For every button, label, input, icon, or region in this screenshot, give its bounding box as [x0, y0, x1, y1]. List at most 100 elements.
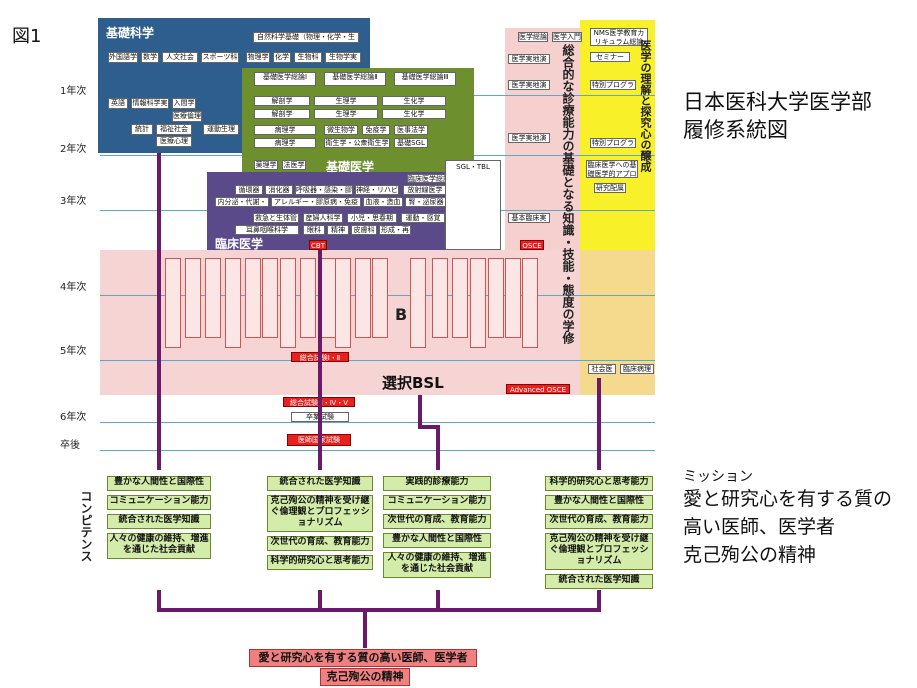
practice-vertical-label: 総合的な診療能力の基礎となる知識・技能・態度の学修 — [561, 44, 575, 344]
year-1: 1年次 — [60, 86, 87, 97]
flow-line — [418, 395, 422, 425]
course-box: 医療心理学 — [156, 136, 192, 147]
course-box: 情報科学実習 — [131, 98, 169, 109]
course-box: 基礎医学総論Ⅲ — [394, 72, 456, 86]
course-box: 微生物学 — [324, 125, 358, 135]
course-box: 産婦人科学 — [303, 213, 343, 223]
flow-line — [436, 590, 440, 610]
bsl-rotation-box — [320, 258, 336, 338]
select-bsl-label: 選択BSL — [382, 374, 444, 392]
basic-science-title: 基礎科学 — [106, 26, 155, 40]
year-band — [100, 360, 655, 361]
course-box: 眼科学 — [303, 225, 325, 235]
course-box: 医学実地演習Ⅱ — [508, 80, 550, 90]
flow-line — [363, 608, 367, 648]
course-box: セミナー — [590, 52, 630, 62]
year-band — [100, 422, 655, 423]
competency-item: 統合された医学知識 — [107, 514, 211, 529]
bsl-rotation-box — [205, 258, 221, 338]
course-box: 呼吸器・感染・膠原 — [295, 185, 353, 195]
course-box: 生化学 — [382, 96, 446, 106]
competency-item: 次世代の育成、教育能力 — [383, 514, 491, 529]
competency-item: 豊かな人間性と国際性 — [107, 476, 211, 491]
competency-item: 統合された医学知識 — [545, 574, 653, 589]
flow-line — [318, 590, 322, 610]
course-box: 耳鼻咽喉科学 — [235, 225, 299, 235]
bsl-rotation-box — [225, 258, 241, 348]
sgl-tbl-box: SGL・TBL — [445, 160, 501, 250]
course-box: 神経・リハビリ — [355, 185, 399, 195]
course-box: 福祉社会論 — [156, 124, 192, 135]
natural-science-box: 自然科学基礎（物理・化学・生物） — [253, 32, 359, 43]
flow-line — [418, 425, 440, 429]
course-box: 特別プログラム — [590, 80, 636, 90]
competency-item: 次世代の育成、教育能力 — [545, 514, 653, 529]
bsl-rotation-box — [300, 258, 316, 338]
course-box: 物理学 — [246, 52, 270, 63]
course-box: 循環器 — [235, 185, 263, 195]
course-box: 医療倫理学 — [172, 111, 202, 122]
course-box: 内分泌・代謝・栄養 — [215, 197, 269, 207]
year-6: 6年次 — [60, 412, 87, 423]
course-box: 血液・造血器 — [363, 197, 403, 207]
course-box: 特別プログラム — [590, 138, 636, 148]
course-box: 医学入門 — [552, 32, 582, 42]
bsl-rotation-box — [165, 258, 181, 348]
course-box: 社会医学 — [588, 364, 616, 374]
competency-item: 実践的診療能力 — [383, 476, 491, 491]
course-box: 形成・再建 — [379, 225, 411, 235]
course-box: 基礎医学総論Ⅰ — [254, 72, 316, 86]
course-box: 精神医学 — [327, 225, 349, 235]
course-box: 解剖学 — [254, 109, 310, 119]
competence-label: コンピテンス — [79, 490, 93, 562]
basic-medicine-title: 基礎医学 — [326, 160, 375, 174]
year-2: 2年次 — [60, 144, 87, 155]
osce-box: OSCE — [520, 240, 544, 250]
course-box: 生物学実験 — [325, 52, 361, 63]
course-box: 運動生理学 — [203, 124, 239, 135]
course-box: 入間学 — [172, 98, 196, 109]
cbt-box: CBT — [309, 240, 327, 250]
course-box: 基礎医学総論Ⅱ — [324, 72, 386, 86]
flow-line — [597, 378, 601, 470]
flow-line — [157, 608, 601, 612]
course-box: 生理学 — [314, 109, 378, 119]
bsl-rotation-box — [262, 258, 278, 338]
course-box: 研究配属 — [594, 183, 626, 193]
competency-item: 豊かな人間性と国際性 — [383, 533, 491, 548]
competency-item: コミュニケーション能力 — [107, 495, 211, 510]
bsl-rotation-box — [185, 258, 201, 338]
advanced-osce-box: Advanced OSCE — [506, 384, 570, 394]
bsl-rotation-box — [522, 258, 538, 348]
course-box: 基本臨床実習 — [508, 213, 550, 223]
year-3: 3年次 — [60, 196, 87, 207]
course-box: 数学 — [141, 52, 159, 63]
course-box: 化学 — [273, 52, 291, 63]
course-box: 英語 — [108, 98, 128, 109]
bsl-rotation-box — [280, 258, 296, 348]
course-box: 小児・思春期医学 — [347, 213, 397, 223]
bsl-rotation-box — [452, 258, 468, 338]
year-band — [100, 450, 655, 451]
course-box: 生物科学 — [294, 52, 322, 63]
course-box: 運動・感覚 — [401, 213, 445, 223]
course-box: 臨床病理学 — [620, 364, 654, 374]
bsl-rotation-box — [410, 258, 426, 348]
course-box: 法医学 — [282, 160, 306, 170]
course-box: 救急と生体管理 — [253, 213, 299, 223]
flow-line — [157, 590, 161, 610]
course-box: NMS医学教育カリキュラム総論 — [590, 28, 648, 46]
mission-label: ミッション — [683, 469, 753, 485]
flow-line — [597, 590, 601, 610]
year-4: 4年次 — [60, 282, 87, 293]
mission-line-3: 克己殉公の精神 — [683, 544, 817, 566]
bsl-rotation-box — [245, 258, 261, 338]
competency-item: コミュニケーション能力 — [383, 495, 491, 510]
final-spirit-box: 克己殉公の精神 — [320, 668, 410, 686]
course-box: 人文社会学 — [162, 52, 198, 63]
bsl-rotation-box — [470, 258, 486, 348]
competency-item: 克己殉公の精神を受け継ぐ倫理観とプロフェッショナリズム — [267, 495, 373, 532]
mission-line-1: 愛と研究心を有する質の — [683, 488, 893, 510]
course-box: 皮膚科学 — [351, 225, 377, 235]
course-box: 病理学 — [254, 138, 316, 148]
